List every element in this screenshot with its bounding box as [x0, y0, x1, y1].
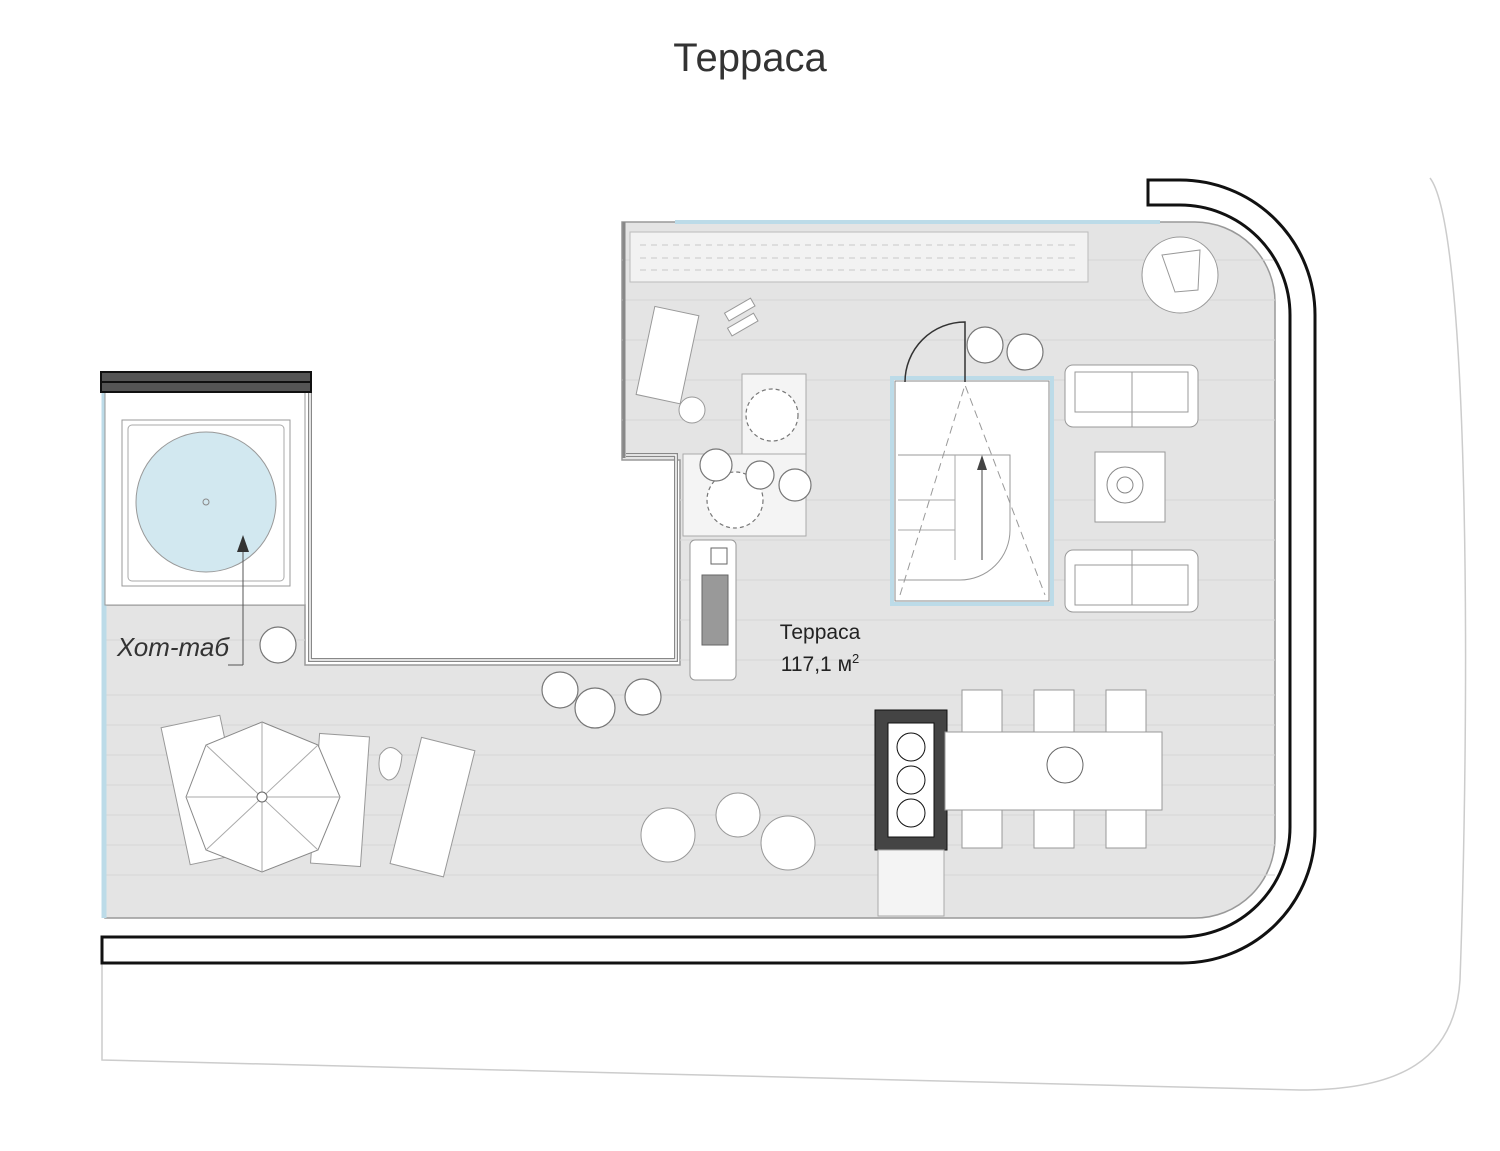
dining-table — [944, 731, 1163, 811]
page-title: Терраса — [673, 36, 827, 80]
wall — [308, 390, 678, 662]
room-label: Терраса 117,1 м2 — [760, 620, 880, 678]
planter — [629, 231, 1089, 283]
deck-boards — [105, 259, 1275, 876]
armchairs — [640, 792, 816, 871]
arrow-icon — [237, 535, 249, 552]
plant-bed — [877, 849, 945, 917]
area-unit: м — [837, 653, 853, 676]
area-value: 117,1 — [780, 653, 832, 676]
coffee-table — [1094, 451, 1166, 523]
site-outline — [101, 177, 1467, 1091]
parapet — [100, 178, 1317, 965]
sofa — [1064, 549, 1199, 613]
room-name: Терраса — [779, 621, 861, 644]
hot-tub-label: Хот-таб — [117, 632, 229, 662]
sunbed — [635, 305, 700, 405]
hot-tub — [135, 431, 277, 573]
area-unit-power: 2 — [852, 651, 860, 666]
sofa — [1064, 364, 1199, 428]
door — [904, 321, 966, 383]
dining-chairs — [961, 689, 1147, 849]
room-area: 117,1 м2 — [760, 646, 880, 678]
arrow-icon — [977, 455, 987, 470]
